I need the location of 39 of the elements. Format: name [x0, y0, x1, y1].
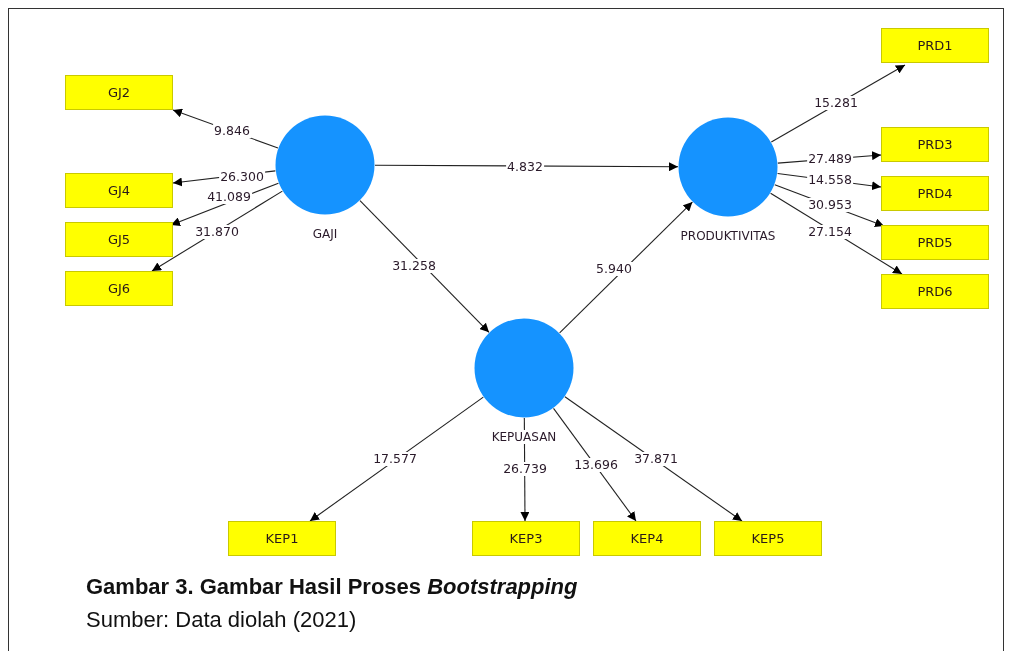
node-label: PRODUKTIVITAS: [679, 229, 777, 243]
arrow: [359, 200, 490, 333]
indicator-box: GJ2: [65, 75, 173, 110]
edge-label: 5.940: [595, 262, 633, 276]
source-note: Sumber: Data diolah (2021): [86, 607, 357, 633]
edge-label: 4.832: [506, 160, 544, 174]
indicator-box: PRD5: [881, 225, 989, 260]
arrow: [309, 396, 484, 522]
edge-label: 13.696: [573, 458, 619, 472]
indicator-box: PRD3: [881, 127, 989, 162]
indicator-box: GJ4: [65, 173, 173, 208]
arrow: [553, 407, 637, 522]
indicator-box: KEP5: [714, 521, 822, 556]
arrow: [559, 201, 693, 334]
indicator-box: KEP1: [228, 521, 336, 556]
indicator-box: PRD1: [881, 28, 989, 63]
edge-label: 31.870: [194, 225, 240, 239]
edge-label: 41.089: [206, 190, 252, 204]
edge-label: 26.739: [502, 462, 548, 476]
edge-label: 30.953: [807, 198, 853, 212]
edge-label: 26.300: [219, 170, 265, 184]
edge-label: 9.846: [213, 124, 251, 138]
indicator-box: GJ5: [65, 222, 173, 257]
indicator-box: PRD6: [881, 274, 989, 309]
node-label: KEPUASAN: [490, 430, 558, 444]
indicator-box: GJ6: [65, 271, 173, 306]
edge-label: 31.258: [391, 259, 437, 273]
edge-label: 27.489: [807, 152, 853, 166]
edge-label: 27.154: [807, 225, 853, 239]
indicator-box: KEP3: [472, 521, 580, 556]
edge-label: 15.281: [813, 96, 859, 110]
edge-label: 37.871: [633, 452, 679, 466]
arrow: [564, 396, 743, 522]
edge-label: 17.577: [372, 452, 418, 466]
edge-label: 14.558: [807, 173, 853, 187]
figure-caption: Gambar 3. Gambar Hasil Proses Bootstrapping: [86, 574, 578, 600]
indicator-box: KEP4: [593, 521, 701, 556]
node-label: GAJI: [311, 227, 339, 241]
indicator-box: PRD4: [881, 176, 989, 211]
